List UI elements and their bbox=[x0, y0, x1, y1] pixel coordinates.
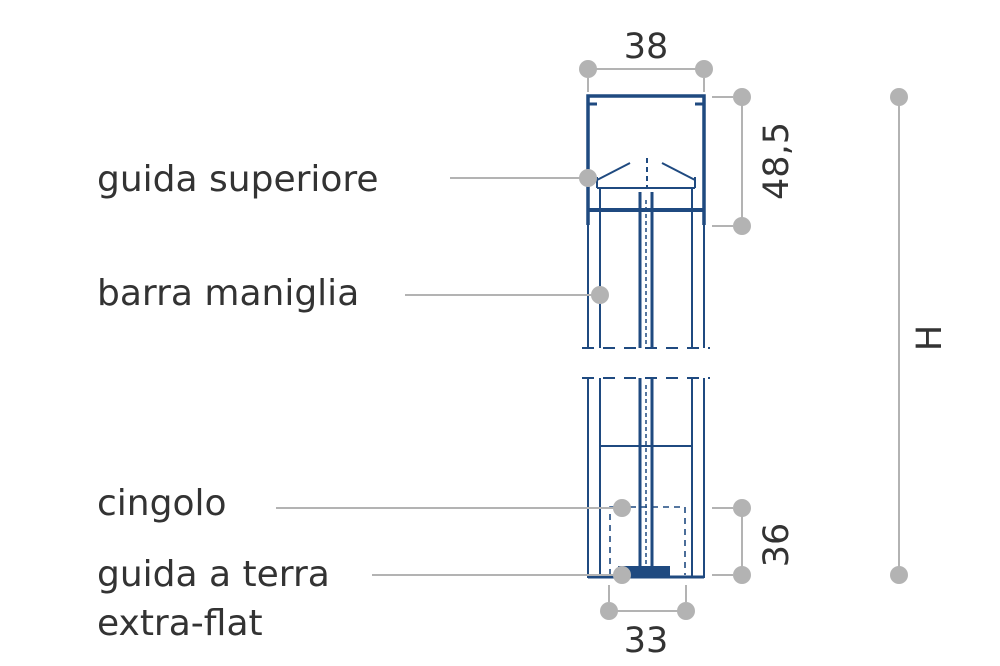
leader-lines bbox=[276, 169, 631, 584]
label-top-rail: guida superiore bbox=[97, 159, 379, 200]
label-handle-bar: barra maniglia bbox=[97, 273, 359, 314]
dimension-total-height bbox=[890, 88, 908, 584]
dimension-lines bbox=[579, 60, 908, 620]
dimension-value-width-bottom: 33 bbox=[624, 621, 669, 661]
dimension-value-total-height: H bbox=[910, 325, 950, 351]
profile-section-drawing bbox=[582, 94, 710, 579]
dimension-bottom-height bbox=[712, 499, 751, 584]
handle-bar-profile bbox=[582, 192, 710, 349]
label-belt: cingolo bbox=[97, 483, 227, 524]
dimension-width-top bbox=[579, 60, 713, 92]
top-rail-profile bbox=[586, 94, 706, 225]
label-floor-rail-line2: extra-flat bbox=[97, 603, 263, 644]
dimension-value-top-rail-height: 48,5 bbox=[757, 122, 797, 200]
label-floor-rail-line1: guida a terra bbox=[97, 554, 330, 595]
leader-belt bbox=[276, 499, 631, 517]
leader-handle-bar bbox=[405, 286, 609, 304]
dimension-top-rail-height bbox=[712, 88, 751, 235]
leader-top-rail bbox=[450, 169, 597, 187]
dimension-value-bottom-height: 36 bbox=[757, 523, 797, 568]
dimension-width-bottom bbox=[600, 585, 695, 620]
lower-panel-profile bbox=[582, 377, 710, 578]
belt-profile bbox=[609, 506, 686, 575]
dimension-value-width-top: 38 bbox=[624, 27, 669, 67]
floor-rail-profile bbox=[588, 566, 704, 579]
leader-floor-rail bbox=[372, 566, 631, 584]
